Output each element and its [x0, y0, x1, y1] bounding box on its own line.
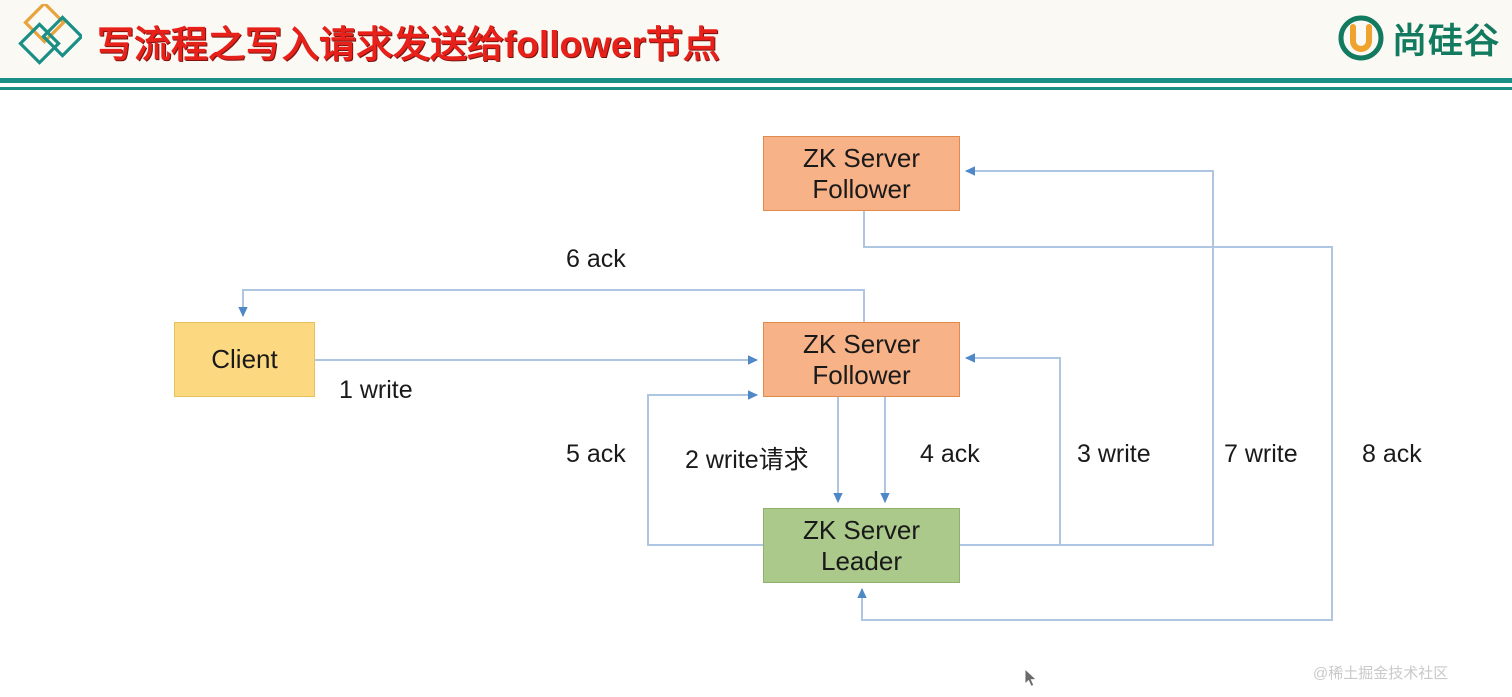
node-line-1: ZK Server — [802, 329, 921, 360]
node-zk-server-follower-mid[interactable]: ZK Server Follower — [763, 322, 960, 397]
three-diamonds-logo-icon — [8, 1, 84, 74]
node-line-1: ZK Server — [802, 143, 921, 174]
edge-6-ack — [238, 289, 865, 322]
edge-label-8-ack: 8 ack — [1362, 440, 1422, 468]
watermark: @稀土掘金技术社区 — [1313, 665, 1449, 682]
mouse-pointer-icon — [1024, 667, 1040, 690]
node-line-2: Leader — [821, 545, 902, 576]
header-divider-gap — [0, 83, 1512, 87]
page-title: 写流程之写入请求发送给follower节点 — [97, 24, 720, 65]
diagram-canvas: ZK Server Follower ZK Server Follower ZK… — [0, 90, 1512, 697]
node-client[interactable]: Client — [174, 322, 315, 397]
node-zk-server-follower-top[interactable]: ZK Server Follower — [763, 136, 960, 211]
slide-header: 写流程之写入请求发送给follower节点 尚硅谷 — [0, 0, 1512, 90]
header-divider-top — [0, 78, 1512, 83]
edge-7-write — [960, 166, 1214, 546]
edge-label-4-ack: 4 ack — [920, 440, 980, 468]
edge-label-6-ack: 6 ack — [566, 245, 626, 273]
node-zk-server-leader[interactable]: ZK Server Leader — [763, 508, 960, 583]
shangguigu-logo: 尚硅谷 — [1338, 14, 1500, 62]
node-line-1: Client — [211, 344, 278, 375]
node-line-2: Follower — [812, 359, 911, 390]
edge-label-2-write-request: 2 write请求 — [685, 446, 809, 474]
logo-text: 尚硅谷 — [1391, 21, 1500, 61]
edge-label-7-write: 7 write — [1224, 440, 1298, 468]
edge-label-1-write: 1 write — [339, 376, 413, 404]
edge-label-5-ack: 5 ack — [566, 440, 626, 468]
header-divider-bottom — [0, 87, 1512, 90]
node-line-2: Follower — [812, 173, 911, 204]
edge-8-ack — [857, 211, 1333, 621]
diagram-connectors — [238, 166, 1333, 621]
edge-5-ack — [647, 390, 763, 546]
edge-label-3-write: 3 write — [1077, 440, 1151, 468]
node-line-1: ZK Server — [802, 515, 921, 546]
circle-u-icon — [1338, 15, 1384, 61]
